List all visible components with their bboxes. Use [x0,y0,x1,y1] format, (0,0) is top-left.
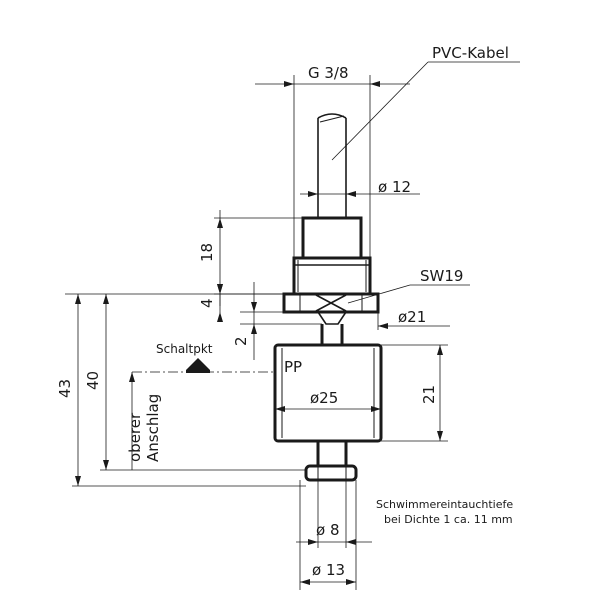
float-body [273,343,383,443]
label-18: 18 [198,243,216,262]
dim-21-dia: ø21 [377,300,450,330]
dim-21-height: 21 [381,344,448,442]
upper-stop-label: oberer Anschlag [126,372,162,470]
wrench-leader: SW19 [347,267,470,304]
label-dia-25: ø25 [310,389,338,407]
cable-sleeve [301,216,363,260]
label-height-21: 21 [420,385,438,404]
label-cable-dia: ø 12 [378,178,411,196]
label-height-43: 43 [56,379,74,398]
label-immersion-1: Schwimmereintauchtiefe [376,498,513,511]
label-4: 4 [198,298,216,308]
label-upper-stop-1: oberer [126,412,144,462]
switch-point-triangle [186,358,210,370]
dim-18: 18 [198,210,303,300]
label-dia-8: ø 8 [316,521,340,539]
label-cable: PVC-Kabel [432,44,509,62]
label-height-40: 40 [84,371,102,390]
lower-stop [304,441,358,482]
dim-4-2: 4 2 [65,282,322,360]
label-upper-stop-2: Anschlag [144,394,162,462]
label-thread: G 3/8 [308,64,349,82]
thread-section [292,256,372,296]
dim-thread: G 3/8 [255,64,410,258]
label-wrench: SW19 [420,267,463,285]
label-immersion-2: bei Dichte 1 ca. 11 mm [384,513,513,526]
immersion-note: Schwimmereintauchtiefe bei Dichte 1 ca. … [376,498,513,526]
label-material: PP [284,358,302,376]
cable-leader: PVC-Kabel [331,44,520,161]
label-dia-21: ø21 [398,308,426,326]
label-switch-point: Schaltpkt [156,342,213,356]
label-dia-13: ø 13 [312,561,345,579]
dim-cable: ø 12 [300,178,420,197]
dim-43-40: 43 40 [56,294,306,487]
float-labels: PP ø25 [275,358,381,412]
dim-bottom: ø 8 ø 13 [296,480,372,590]
switch-point-marker: Schaltpkt [132,342,275,373]
label-2: 2 [232,336,250,346]
hex-nut [282,292,380,314]
pvc-cable [317,113,347,218]
stem-cone [317,311,347,345]
